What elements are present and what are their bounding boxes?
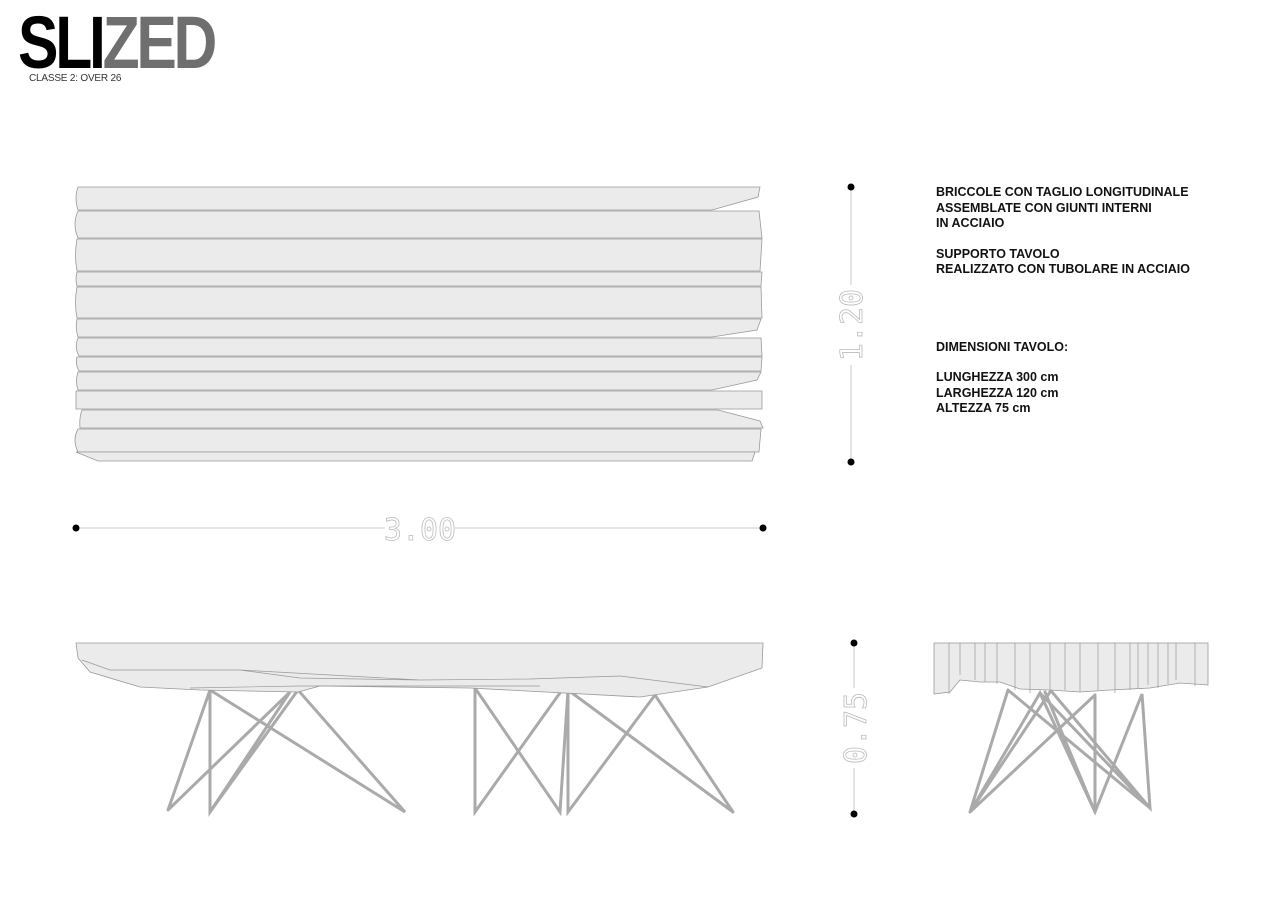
- logo-part-2: ZED: [102, 1, 218, 84]
- spec-line: ASSEMBLATE CON GIUNTI INTERNI: [936, 200, 1152, 215]
- width-label: 1.20: [835, 289, 870, 361]
- logo-part-1: SLI: [18, 1, 106, 84]
- spec-line: REALIZZATO CON TUBOLARE IN ACCIAIO: [936, 262, 1190, 276]
- front-view: [933, 642, 1209, 816]
- dimension-width: LARGHEZZA 120 cm: [936, 385, 1059, 400]
- logo: SLIZED: [18, 6, 217, 80]
- plan-view: [74, 186, 764, 462]
- dimensions-title: DIMENSIONI TAVOLO:: [936, 339, 1069, 354]
- dimension-length: LUNGHEZZA 300 cm: [936, 370, 1059, 384]
- spec-line: IN ACCIAIO: [936, 216, 1005, 230]
- spec-line: BRICCOLE CON TAGLIO LONGITUDINALE: [936, 185, 1189, 199]
- height-dimension: 0.75: [839, 639, 874, 818]
- length-dimension: 3.00: [72, 513, 767, 548]
- spec-line: SUPPORTO TAVOLO: [936, 246, 1060, 261]
- subtitle: CLASSE 2: OVER 26: [29, 73, 122, 84]
- height-label: 0.75: [839, 692, 874, 764]
- specifications: BRICCOLE CON TAGLIO LONGITUDINALE ASSEMB…: [936, 185, 1190, 417]
- width-dimension: 1.20: [835, 183, 870, 466]
- length-label: 3.00: [384, 513, 456, 548]
- dimension-height: ALTEZZA 75 cm: [936, 401, 1031, 415]
- side-view: [75, 642, 764, 817]
